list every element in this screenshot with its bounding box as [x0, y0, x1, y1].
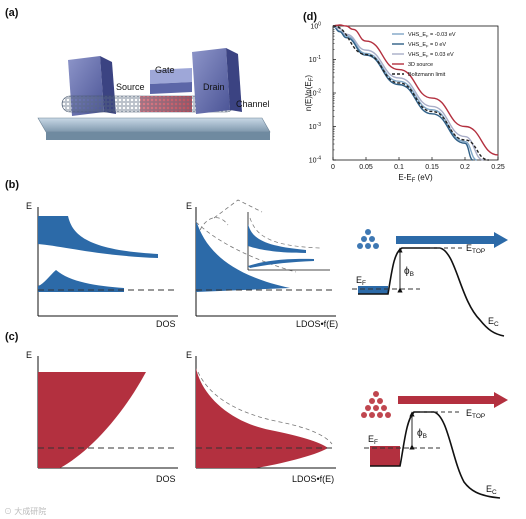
b-ef-label: EF [356, 275, 366, 287]
y-tick-label: 10-2 [309, 89, 321, 98]
panel-d: (d) 0 0.05 0.1 0.15 0.2 0.25 100 10-1 10-2 10-3 10… [303, 11, 505, 184]
c-dos-plot: E DOS [26, 350, 178, 484]
c-ldos-fill [196, 368, 328, 468]
legend-label-4: Boltzmann limit [408, 72, 446, 78]
series-line-3 [332, 24, 499, 156]
c-phi-label: ϕB [417, 428, 427, 440]
x-tick-label: 0.15 [425, 164, 439, 171]
c-etop-label: ETOP [466, 408, 485, 420]
c-band-diagram: ETOP EF ϕB EC [361, 391, 508, 499]
y-tick-label: 10-3 [309, 122, 321, 131]
b-etop-label: ETOP [466, 243, 485, 255]
panel-b: (b) E DOS E LDOS•f(E) [5, 179, 508, 337]
c-ldos-plot: E LDOS•f(E) [186, 350, 336, 484]
b-ldos-inset [247, 212, 330, 271]
x-tick-label: 0 [331, 164, 335, 171]
x-tick-label: 0.1 [394, 164, 404, 171]
c-dos-fill [38, 372, 146, 468]
c-conduction-band [370, 411, 501, 499]
b-transport-arrow [396, 232, 508, 248]
channel-label: Channel [236, 99, 270, 109]
legend-label-3: 3D source [408, 62, 433, 68]
c-transport-arrow [398, 392, 508, 408]
y-tick-label: 10-4 [309, 156, 321, 165]
chart-log-distribution: 0 0.05 0.1 0.15 0.2 0.25 100 10-1 10-2 10-3 10-4E-… [304, 22, 505, 185]
x-tick-label: 0.2 [460, 164, 470, 171]
series-line-2 [332, 25, 484, 161]
watermark: ⊙ 大成研院 [4, 506, 46, 516]
drain-label: Drain [203, 82, 225, 92]
panel-c-label: (c) [5, 331, 19, 343]
x-axis-label: E-EF (eV) [398, 173, 433, 184]
c-dos-xlabel: DOS [156, 474, 176, 484]
y-tick-label: 100 [310, 22, 321, 31]
b-conduction-band [358, 247, 505, 337]
series-line-1 [332, 25, 474, 161]
b-ldos-fill [196, 220, 290, 292]
b-band-diagram: ETOP EF ϕB EC [352, 229, 508, 337]
y-tick-label: 10-1 [309, 55, 321, 64]
b-dos-ylabel: E [26, 201, 32, 211]
b-ec-label: EC [488, 316, 499, 328]
legend-label-0: VHS_EF = -0.03 eV [408, 32, 456, 39]
b-ldos-ylabel: E [186, 201, 192, 211]
b-ldos-xlabel: LDOS•f(E) [296, 319, 338, 329]
series-line-0 [332, 25, 478, 161]
c-ldos-ylabel: E [186, 350, 192, 360]
x-tick-label: 0.05 [359, 164, 373, 171]
panel-a-label: (a) [5, 7, 19, 19]
b-phi-label: ϕB [404, 266, 414, 278]
c-ldos-xlabel: LDOS•f(E) [292, 474, 334, 484]
c-ec-label: EC [486, 484, 497, 496]
y-axis-label: n(E)/n(EF) [304, 75, 315, 111]
legend-label-2: VHS_EF = 0.03 eV [408, 52, 454, 59]
gate-label: Gate [155, 65, 175, 75]
c-dos-ylabel: E [26, 350, 32, 360]
panel-d-label: (d) [303, 11, 317, 23]
drain-electrode [192, 48, 230, 114]
b-dos-plot: E DOS [26, 201, 178, 329]
panel-c: (c) E DOS E LDOS•f(E) [5, 331, 508, 499]
panel-b-label: (b) [5, 179, 19, 191]
c-ef-label: EF [368, 434, 378, 446]
b-dos-band-lower [38, 270, 124, 292]
series-line-4 [332, 25, 489, 161]
substrate-top [37, 117, 271, 133]
device-illustration: Gate Source Drain Channel [37, 48, 271, 140]
gate-electrode [150, 68, 192, 84]
panel-a: (a) Gate Source Drain Channel [5, 7, 271, 140]
legend-label-1: VHS_EF = 0 eV [408, 42, 446, 49]
x-tick-label: 0.25 [491, 164, 505, 171]
b-dos-xlabel: DOS [156, 319, 176, 329]
substrate-front [46, 132, 270, 140]
b-ldos-plot: E LDOS•f(E) [186, 199, 338, 329]
b-dos-band-upper [38, 216, 158, 258]
source-label: Source [116, 82, 145, 92]
